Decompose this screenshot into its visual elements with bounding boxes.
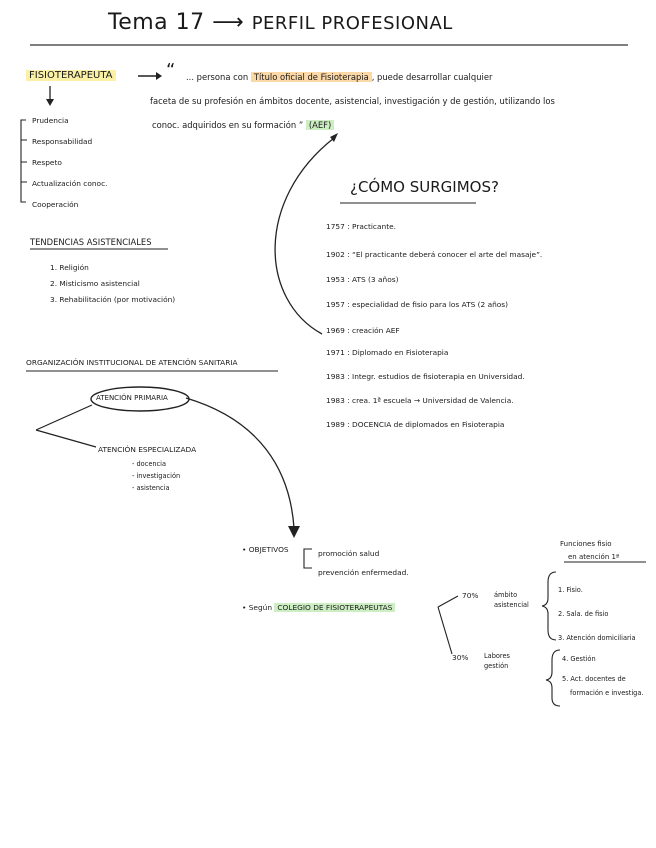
list-item: Actualización conoc. xyxy=(32,179,108,188)
list-item: - docencia xyxy=(132,460,167,468)
list-item: 4. Gestión xyxy=(562,655,596,663)
branch-30-pct: 30% xyxy=(452,653,469,662)
list-item: 2. Sala. de fisio xyxy=(558,610,609,618)
timeline-row: 1953 : ATS (3 años) xyxy=(326,275,399,284)
timeline-row: 1971 : Diplomado en Fisioterapia xyxy=(326,348,449,357)
branch-70-pct: 70% xyxy=(462,591,479,600)
quote-open: “ xyxy=(166,60,176,81)
title-tema: Tema 17 xyxy=(108,10,205,35)
definition-term: FISIOTERAPEUTA xyxy=(26,70,116,81)
definition-line-3: conoc. adquiridos en su formación ” (AEF… xyxy=(152,120,335,130)
down-arrow-head xyxy=(46,99,54,106)
title-topic: PERFIL PROFESIONAL xyxy=(251,13,453,34)
list-item: - asistencia xyxy=(132,484,170,492)
list-item: 1. Fisio. xyxy=(558,586,583,594)
list-item: 1. Religión xyxy=(50,263,89,272)
branch-30-text: Labores gestión xyxy=(484,652,510,670)
term-arrow-head xyxy=(156,72,162,80)
organizacion-heading: ORGANIZACIÓN INSTITUCIONAL DE ATENCIÓN S… xyxy=(26,358,238,367)
timeline: 1757 : Practicante. 1902 : “El practican… xyxy=(326,222,542,444)
colegio-highlight: COLEGIO DE FISIOTERAPEUTAS xyxy=(274,603,396,612)
objetivos-label: • OBJETIVOS xyxy=(242,545,289,554)
list-item: 2. Misticismo asistencial xyxy=(50,279,140,288)
objetivos-list: promoción salud prevención enfermedad. xyxy=(318,544,409,582)
aef-source: (AEF) xyxy=(305,120,335,130)
list-item: Responsabilidad xyxy=(32,137,93,146)
atencion-primaria-label: ATENCIÓN PRIMARIA xyxy=(96,394,168,402)
timeline-row: 1757 : Practicante. xyxy=(326,222,396,231)
definition-line-2: faceta de su profesión en ámbitos docent… xyxy=(150,96,555,106)
list-item: 3. Atención domiciliaria xyxy=(558,634,636,642)
values-list: Prudencia Responsabilidad Respeto Actual… xyxy=(32,113,108,213)
list-item: formación e investiga. xyxy=(570,689,644,697)
timeline-row: 1957 : especialidad de fisio para los AT… xyxy=(326,300,509,309)
colegio-line: • Según COLEGIO DE FISIOTERAPEUTAS xyxy=(242,603,396,612)
objetivos-curve xyxy=(185,397,295,529)
objetivos-curve-head xyxy=(288,526,300,538)
list-item: Prudencia xyxy=(32,116,69,125)
atencion-especializada-label: ATENCIÓN ESPECIALIZADA xyxy=(98,445,197,454)
list-item: - investigación xyxy=(132,472,181,480)
tendencias-heading: TENDENCIAS ASISTENCIALES xyxy=(30,237,152,247)
funciones-asistencial-list: 1. Fisio. 2. Sala. de fisio 3. Atención … xyxy=(558,578,636,650)
especializada-list: - docencia - investigación - asistencia xyxy=(132,458,180,494)
definition-line-1: ... persona con Título oficial de Fisiot… xyxy=(186,72,493,82)
funciones-heading: Funciones fisio en atención 1ª xyxy=(560,540,620,561)
timeline-row: 1983 : crea. 1ª escuela → Universidad de… xyxy=(326,396,514,405)
timeline-row: 1902 : “El practicante deberá conocer el… xyxy=(326,250,543,259)
list-item: 3. Rehabilitación (por motivación) xyxy=(50,295,176,304)
como-surgimos-heading: ¿CÓMO SURGIMOS? xyxy=(350,178,499,196)
timeline-row: 1969 : creación AEF xyxy=(326,326,400,335)
funciones-gestion-list: 4. Gestión 5. Act. docentes de formación… xyxy=(562,652,643,700)
list-item: 5. Act. docentes de xyxy=(562,675,626,683)
list-item: Cooperación xyxy=(32,200,79,209)
values-bracket xyxy=(20,119,26,203)
timeline-row: 1983 : Integr. estudios de fisioterapia … xyxy=(326,372,525,381)
list-item: prevención enfermedad. xyxy=(318,568,409,577)
tendencias-list: 1. Religión 2. Misticismo asistencial 3.… xyxy=(50,260,175,308)
list-item: promoción salud xyxy=(318,549,380,558)
timeline-row: 1989 : DOCENCIA de diplomados en Fisiote… xyxy=(326,420,505,429)
list-item: Respeto xyxy=(32,158,62,167)
title-arrow: ⟶ xyxy=(212,10,245,35)
branch-70-text: ámbito asistencial xyxy=(494,591,529,609)
page-title: Tema 17 ⟶ PERFIL PROFESIONAL xyxy=(108,10,453,35)
aef-curve-head xyxy=(330,133,338,142)
aef-curve xyxy=(274,137,335,335)
title-highlight: Título oficial de Fisioterapia xyxy=(250,72,372,82)
